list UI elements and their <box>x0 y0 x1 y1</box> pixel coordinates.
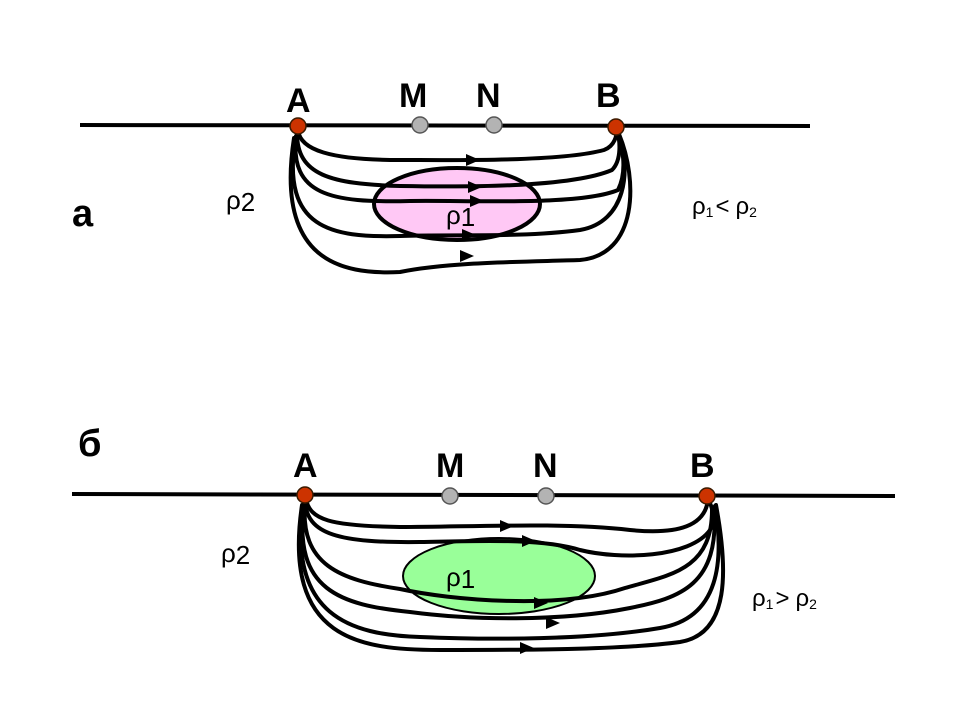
panel-b-current-line-4 <box>300 503 717 621</box>
panel-b-current-line-1 <box>304 497 710 534</box>
panel-b-electrode-a <box>296 486 314 504</box>
panel-a-arrow-2 <box>468 181 482 193</box>
panel-a-arrow-4 <box>462 229 476 241</box>
panel-a-arrow-5 <box>460 250 474 262</box>
panel-b-electrode-n <box>537 487 555 505</box>
panel-b-host-rho: ρ2 <box>221 538 250 570</box>
panel-b-ground-surface <box>71 492 896 498</box>
panel-b-electrode-m <box>441 487 459 505</box>
panel-b-electrode-n-label: N <box>533 447 558 485</box>
panel-b: A M N B б ρ2 ρ1 ρ1>ρ2 <box>71 423 896 654</box>
panel-b-arrow-1 <box>500 520 514 532</box>
panel-a-electrode-a-label: A <box>286 82 311 120</box>
panel-a-arrow-1 <box>466 154 480 166</box>
panel-b-arrow-4 <box>546 617 560 629</box>
panel-b-electrode-a-label: A <box>293 447 318 485</box>
panel-b-arrow-3 <box>534 597 548 609</box>
panel-a-label: а <box>72 193 94 235</box>
panel-b-arrow-5 <box>520 642 534 654</box>
panel-a-electrode-b-label: B <box>596 77 621 115</box>
panel-b-electrode-b-label: B <box>690 447 715 485</box>
panel-a-electrode-n-label: N <box>476 77 501 115</box>
panel-b-current-line-6 <box>296 503 726 652</box>
panel-b-relation: ρ1>ρ2 <box>752 585 817 612</box>
panel-b-electrode-m-label: M <box>436 447 464 485</box>
panel-a: A M N B а ρ2 ρ1 ρ1<ρ2 <box>72 77 811 275</box>
panel-b-body-rho: ρ1 <box>446 562 475 594</box>
panel-b-arrow-2 <box>522 535 536 547</box>
panel-a-current-line-5 <box>288 132 633 275</box>
panel-a-current-line-1 <box>296 126 619 163</box>
panel-b-current-line-5 <box>298 503 721 641</box>
panel-b-current-line-3 <box>302 501 714 604</box>
panel-a-relation: ρ1<ρ2 <box>692 193 757 220</box>
panel-a-electrode-a <box>289 117 307 135</box>
panel-a-host-rho: ρ2 <box>226 185 255 217</box>
panel-a-body-rho: ρ1 <box>446 200 475 232</box>
panel-a-electrode-n <box>485 116 503 134</box>
panel-a-electrode-m-label: M <box>399 77 427 115</box>
panel-a-arrow-3 <box>470 195 484 207</box>
panel-b-conductive-body <box>402 537 596 615</box>
panel-b-label: б <box>78 423 101 465</box>
panel-a-electrode-b <box>607 118 625 136</box>
panel-a-electrode-m <box>411 116 429 134</box>
panel-b-electrode-b <box>698 487 716 505</box>
panel-a-ground-surface <box>79 123 811 128</box>
